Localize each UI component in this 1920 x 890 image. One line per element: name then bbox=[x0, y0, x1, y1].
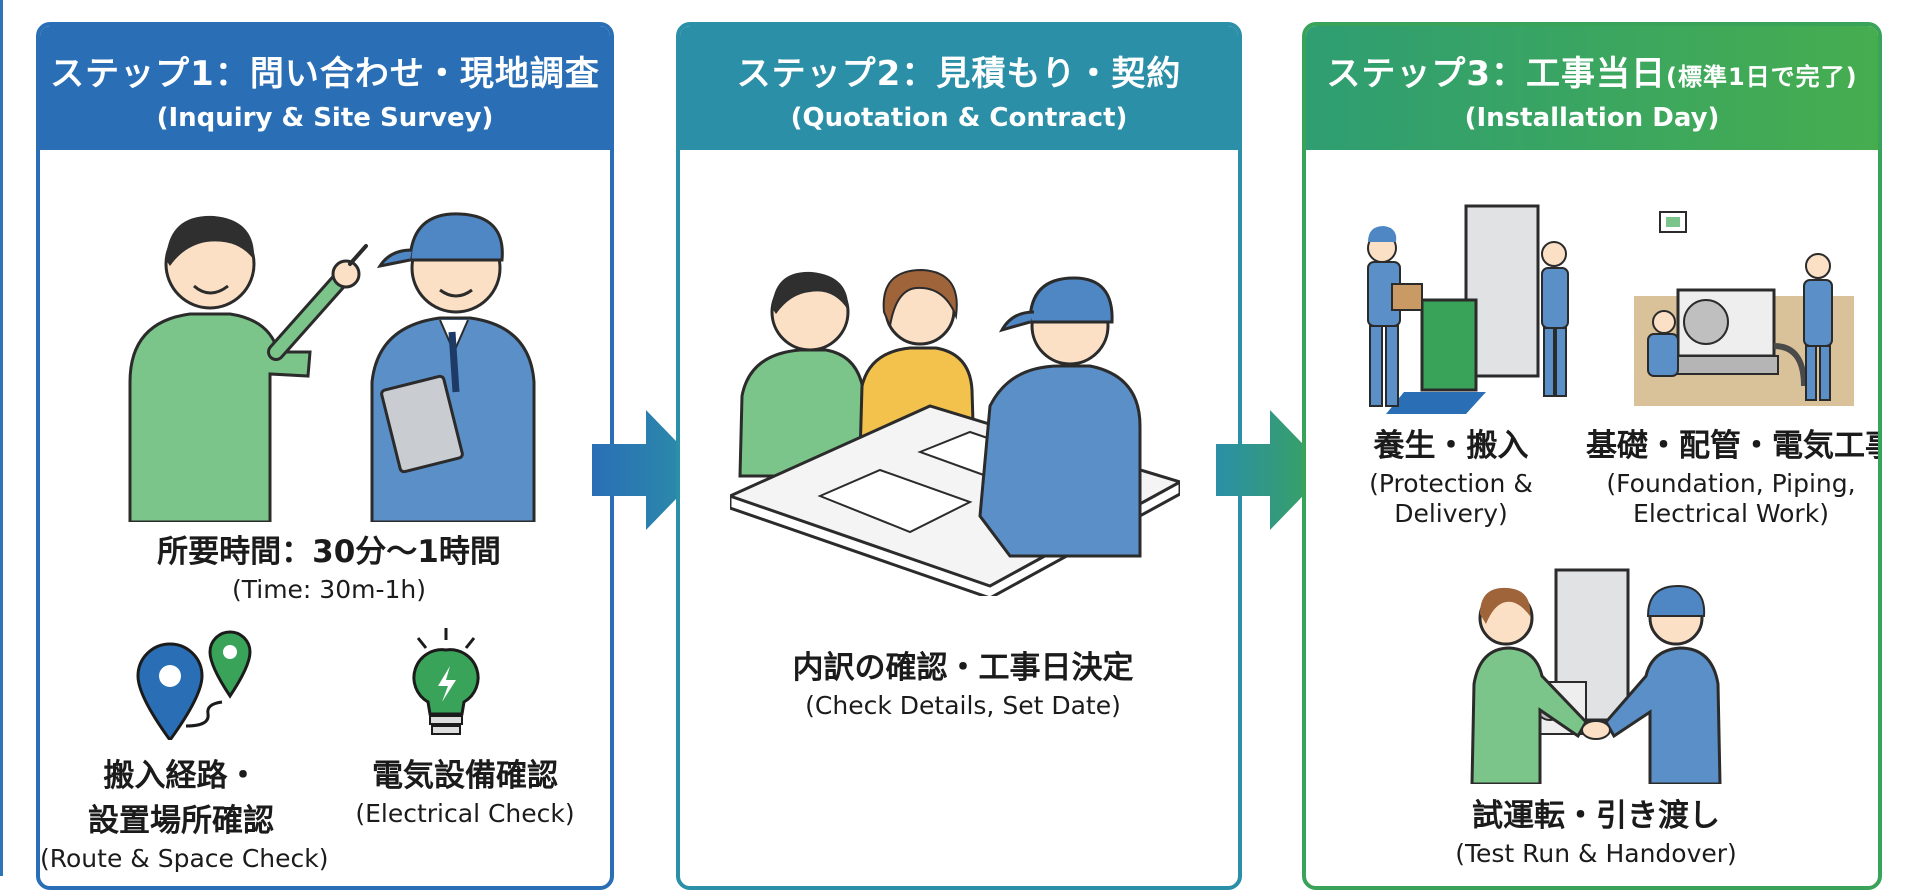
handover-en: (Test Run & Handover) bbox=[1455, 839, 1737, 868]
step3-title: ステップ3：工事当日 bbox=[1326, 54, 1667, 94]
foundation-piping-jp: 基礎・配管・電気工事 bbox=[1586, 428, 1882, 464]
foundation-piping-illustration bbox=[1634, 211, 1854, 406]
step1-title: ステップ1：問い合わせ・現地調査 bbox=[50, 54, 600, 94]
step2-subtitle: (Quotation & Contract) bbox=[790, 103, 1128, 133]
route-check-en: (Route & Space Check) bbox=[40, 844, 329, 873]
step1-subtitle: (Inquiry & Site Survey) bbox=[156, 103, 494, 133]
consultation-illustration bbox=[128, 212, 536, 522]
step1-header: ステップ1：問い合わせ・現地調査 (Inquiry & Site Survey) bbox=[40, 26, 610, 150]
step2-caption-jp: 内訳の確認・工事日決定 bbox=[792, 650, 1134, 686]
protection-delivery-en-2: Delivery) bbox=[1394, 499, 1508, 528]
page-edge bbox=[0, 0, 3, 876]
step1-time-jp: 所要時間：30分〜1時間 bbox=[157, 534, 501, 570]
route-check-jp-2: 設置場所確認 bbox=[88, 803, 274, 839]
foundation-piping-en-2: Electrical Work) bbox=[1633, 499, 1829, 528]
step3-subtitle: (Installation Day) bbox=[1464, 103, 1720, 133]
step2-title: ステップ2：見積もり・契約 bbox=[736, 54, 1182, 94]
arrow-step2-to-step3 bbox=[1216, 410, 1328, 530]
protection-delivery-en-1: (Protection & bbox=[1369, 469, 1533, 498]
step2-card: ステップ2：見積もり・契約 (Quotation & Contract) 内訳の… bbox=[676, 22, 1242, 890]
protection-delivery-jp: 養生・搬入 bbox=[1373, 428, 1529, 464]
map-pin-icon bbox=[136, 630, 252, 740]
step1-time-en: (Time: 30m-1h) bbox=[232, 575, 426, 604]
step3-header: ステップ3：工事当日(標準1日で完了) (Installation Day) bbox=[1306, 26, 1878, 150]
step2-caption-en: (Check Details, Set Date) bbox=[805, 691, 1121, 720]
step2-header: ステップ2：見積もり・契約 (Quotation & Contract) bbox=[680, 26, 1238, 150]
lightbulb-icon bbox=[412, 628, 480, 735]
step1-card: ステップ1：問い合わせ・現地調査 (Inquiry & Site Survey)… bbox=[36, 22, 614, 890]
handover-illustration bbox=[1470, 568, 1722, 784]
step3-card: ステップ3：工事当日(標準1日で完了) (Installation Day) bbox=[1302, 22, 1882, 890]
electrical-check-jp: 電気設備確認 bbox=[372, 758, 558, 794]
handover-jp: 試運転・引き渡し bbox=[1472, 798, 1720, 834]
protection-delivery-illustration bbox=[1367, 204, 1569, 414]
route-check-jp-1: 搬入経路・ bbox=[103, 758, 259, 794]
electrical-check-en: (Electrical Check) bbox=[355, 799, 575, 828]
step3-title-note: (標準1日で完了) bbox=[1666, 63, 1858, 91]
arrow-step1-to-step2 bbox=[592, 410, 704, 530]
foundation-piping-en-1: (Foundation, Piping, bbox=[1606, 469, 1856, 498]
contract-meeting-illustration bbox=[730, 268, 1180, 596]
